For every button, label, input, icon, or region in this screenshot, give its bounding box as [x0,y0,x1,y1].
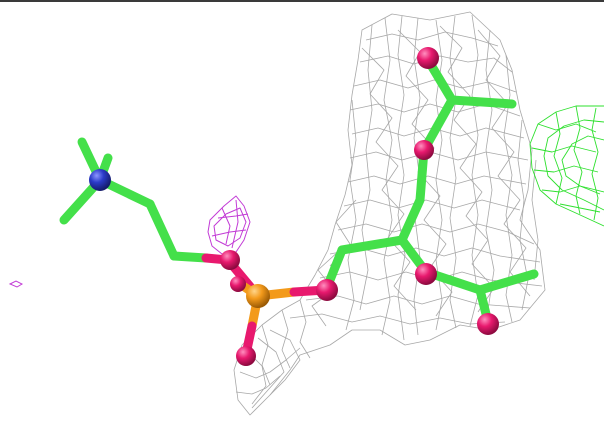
atom-oxygen-upper-ester [414,140,434,160]
magenta-density-speck [8,280,24,288]
atom-oxygen-o1 [220,250,240,270]
bond-upper-c-chain [447,95,517,109]
magenta-density-mesh [207,195,251,255]
bond-glyc-c1-c2 [337,235,407,255]
atom-oxygen-rear [230,276,246,292]
molecule-atoms [89,47,499,366]
bond-c1-c2 [145,199,179,261]
atom-oxygen-lower [236,346,256,366]
bond-glyc-c2-up [397,145,429,245]
atom-oxygen-right [316,279,338,301]
green-density-mesh [529,105,604,227]
grey-density-mesh [233,11,546,416]
bond-c2-o [169,251,211,263]
atom-nitrogen [89,169,111,191]
atom-oxygen-lower-ester [415,263,437,285]
atom-oxygen-upper-carbonyl [417,47,439,69]
top-border [0,0,604,2]
atom-oxygen-lower-carbonyl [477,313,499,335]
molecule-bonds [59,55,539,359]
atom-phosphorus [246,284,270,308]
bond-lower-c-chain [475,269,539,295]
